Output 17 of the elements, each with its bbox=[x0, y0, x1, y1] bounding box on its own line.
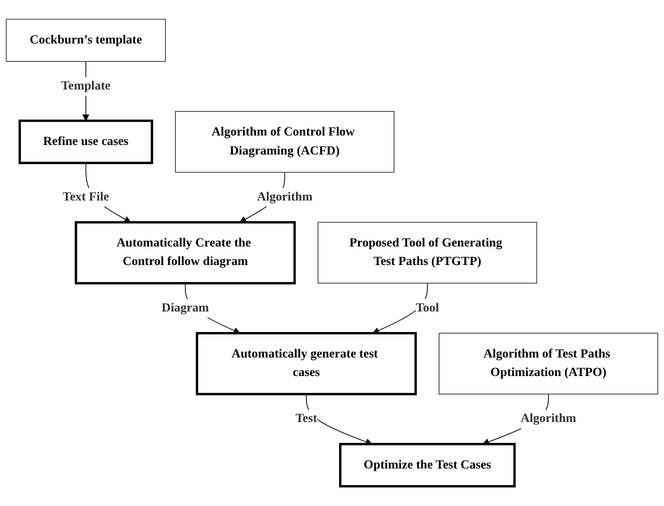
edge-label: Diagram bbox=[162, 301, 209, 315]
edge-label: Text File bbox=[62, 190, 110, 204]
node-box: Automatically generate test cases bbox=[196, 332, 417, 396]
edge-label: Tool bbox=[416, 301, 439, 315]
node-box: Cockburn’s template bbox=[6, 19, 166, 62]
arrow bbox=[372, 283, 428, 334]
node-box: Optimize the Test Cases bbox=[339, 443, 516, 488]
arrow bbox=[306, 394, 372, 446]
node-box: Automatically Create the Control follow diagram bbox=[74, 221, 296, 285]
node-box: Refine use cases bbox=[18, 120, 154, 164]
edge-label: Algorithm bbox=[256, 190, 312, 204]
node-box: Algorithm of Control Flow Diagraming (ACFD) bbox=[175, 111, 394, 173]
edge-label: Template bbox=[61, 80, 111, 93]
edge-label: Algorithm bbox=[520, 412, 576, 426]
node-box: Proposed Tool of Generating Test Paths (PTGTP) bbox=[318, 222, 538, 284]
node-box: Algorithm of Test Paths Optimization (ATPO) bbox=[438, 333, 658, 395]
edge-label: Test bbox=[295, 412, 318, 426]
